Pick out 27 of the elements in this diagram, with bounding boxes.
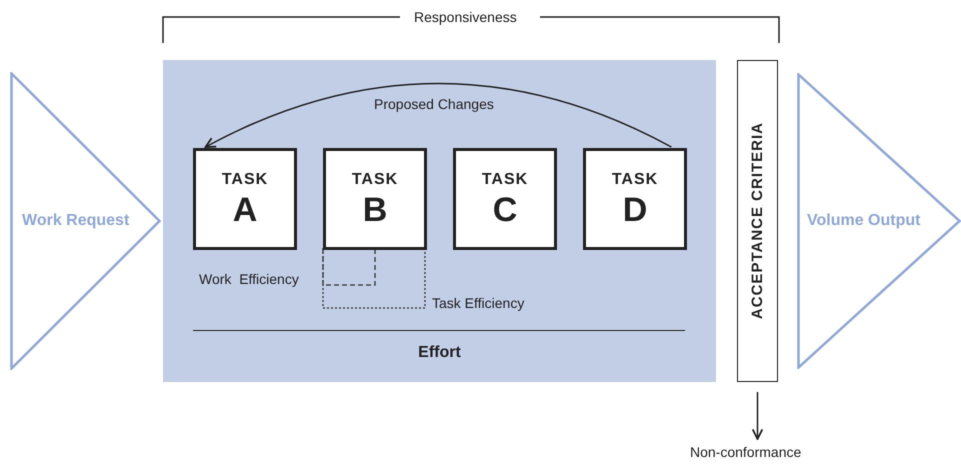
shape-label: Volume Output (807, 212, 920, 230)
triangle-shape (10, 72, 161, 370)
task-heading: TASK (220, 171, 270, 189)
task-letter: C (492, 191, 518, 230)
vertical-label: ACCEPTANCE CRITERIA (749, 122, 766, 320)
outcome-label: Non-conformance (690, 444, 802, 460)
task-letter: D (622, 191, 648, 230)
measure-label: Work Efficiency (199, 271, 299, 287)
task-letter: B (362, 191, 388, 230)
criteria-box (737, 60, 778, 382)
process-panel (163, 60, 716, 382)
edge-label: Proposed Changes (374, 96, 494, 112)
bracket-label: Responsiveness (414, 9, 517, 25)
task-box (583, 148, 687, 250)
task-box (193, 148, 297, 250)
task-box (323, 148, 427, 250)
arrow (204, 82, 672, 148)
shape-label: Work Request (22, 212, 130, 230)
task-box (453, 148, 557, 250)
measure-label: Task Efficiency (432, 295, 524, 311)
arrow (752, 392, 764, 440)
panel-label: Effort (417, 344, 462, 362)
task-heading: TASK (350, 171, 400, 189)
triangle-shape (797, 73, 961, 369)
task-letter: A (232, 191, 258, 230)
task-heading: TASK (480, 171, 530, 189)
task-heading: TASK (610, 171, 660, 189)
